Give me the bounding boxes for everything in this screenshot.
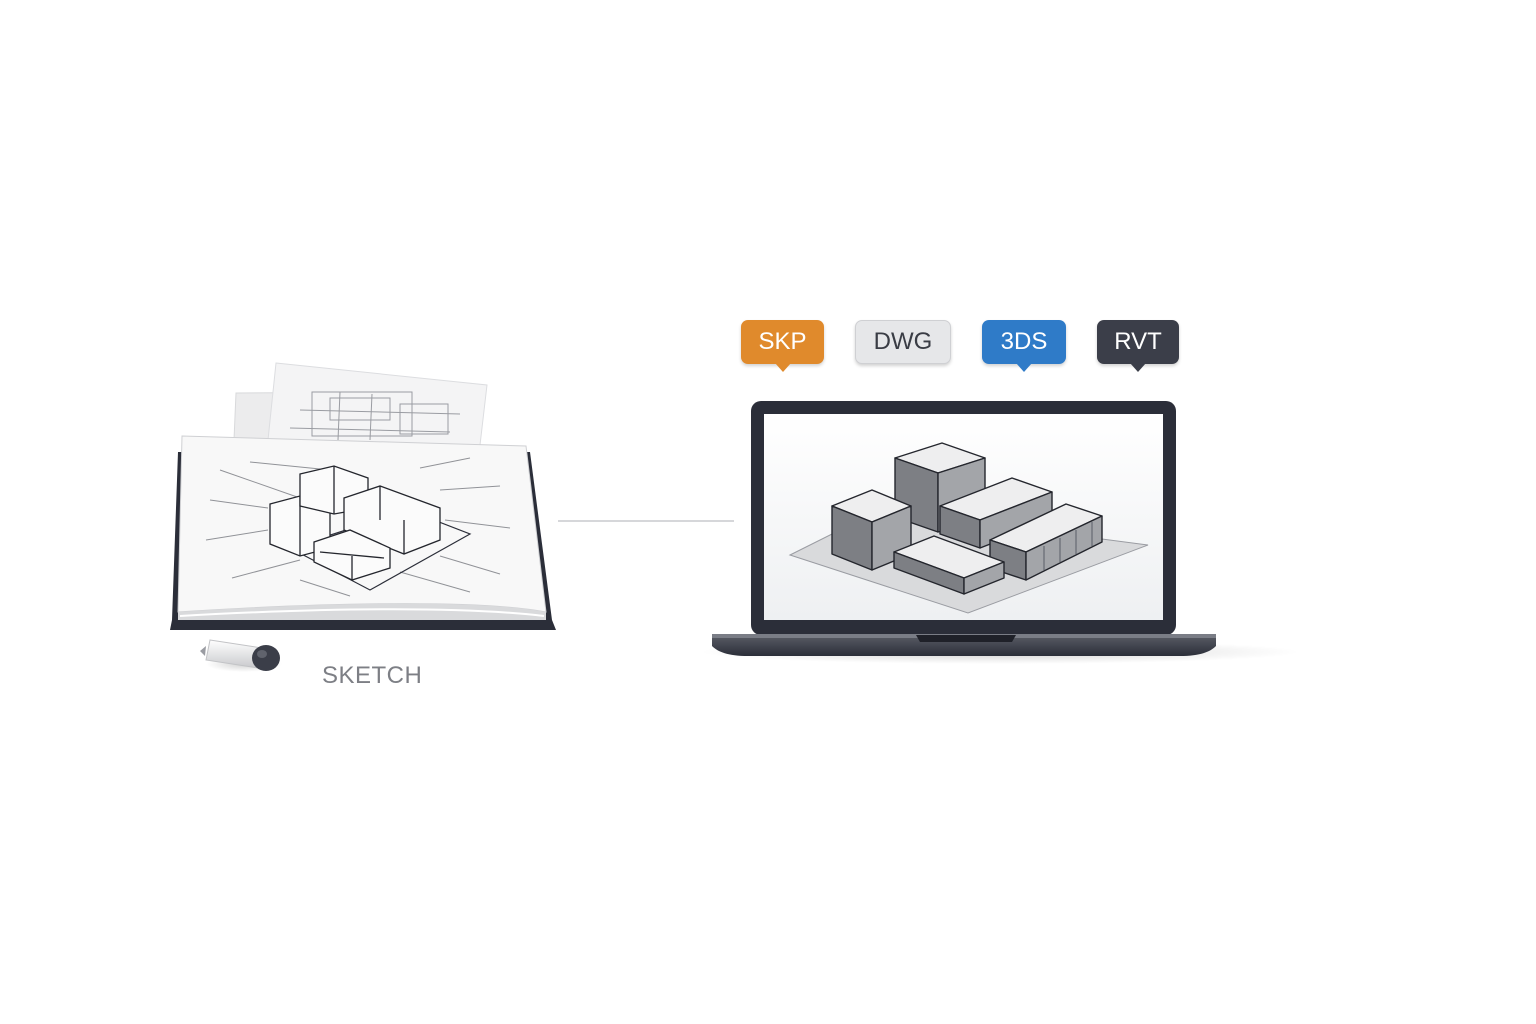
format-badge-dwg: DWG [855, 320, 951, 364]
format-badge-skp: SKP [741, 320, 824, 372]
sketchbook-icon [170, 362, 556, 630]
sketch-label: SKETCH [322, 662, 423, 689]
sketch-building [269, 465, 441, 581]
building-model-icon [788, 442, 1149, 614]
blueprint-lines [289, 391, 461, 441]
back-sheet-2 [267, 362, 488, 446]
laptop-base [712, 635, 1216, 656]
page-curl [178, 603, 546, 620]
format-badge-3ds: 3DS [982, 320, 1066, 372]
pen-icon [200, 639, 282, 672]
construction-lines [205, 457, 511, 597]
format-badge-rvt: RVT [1097, 320, 1179, 372]
